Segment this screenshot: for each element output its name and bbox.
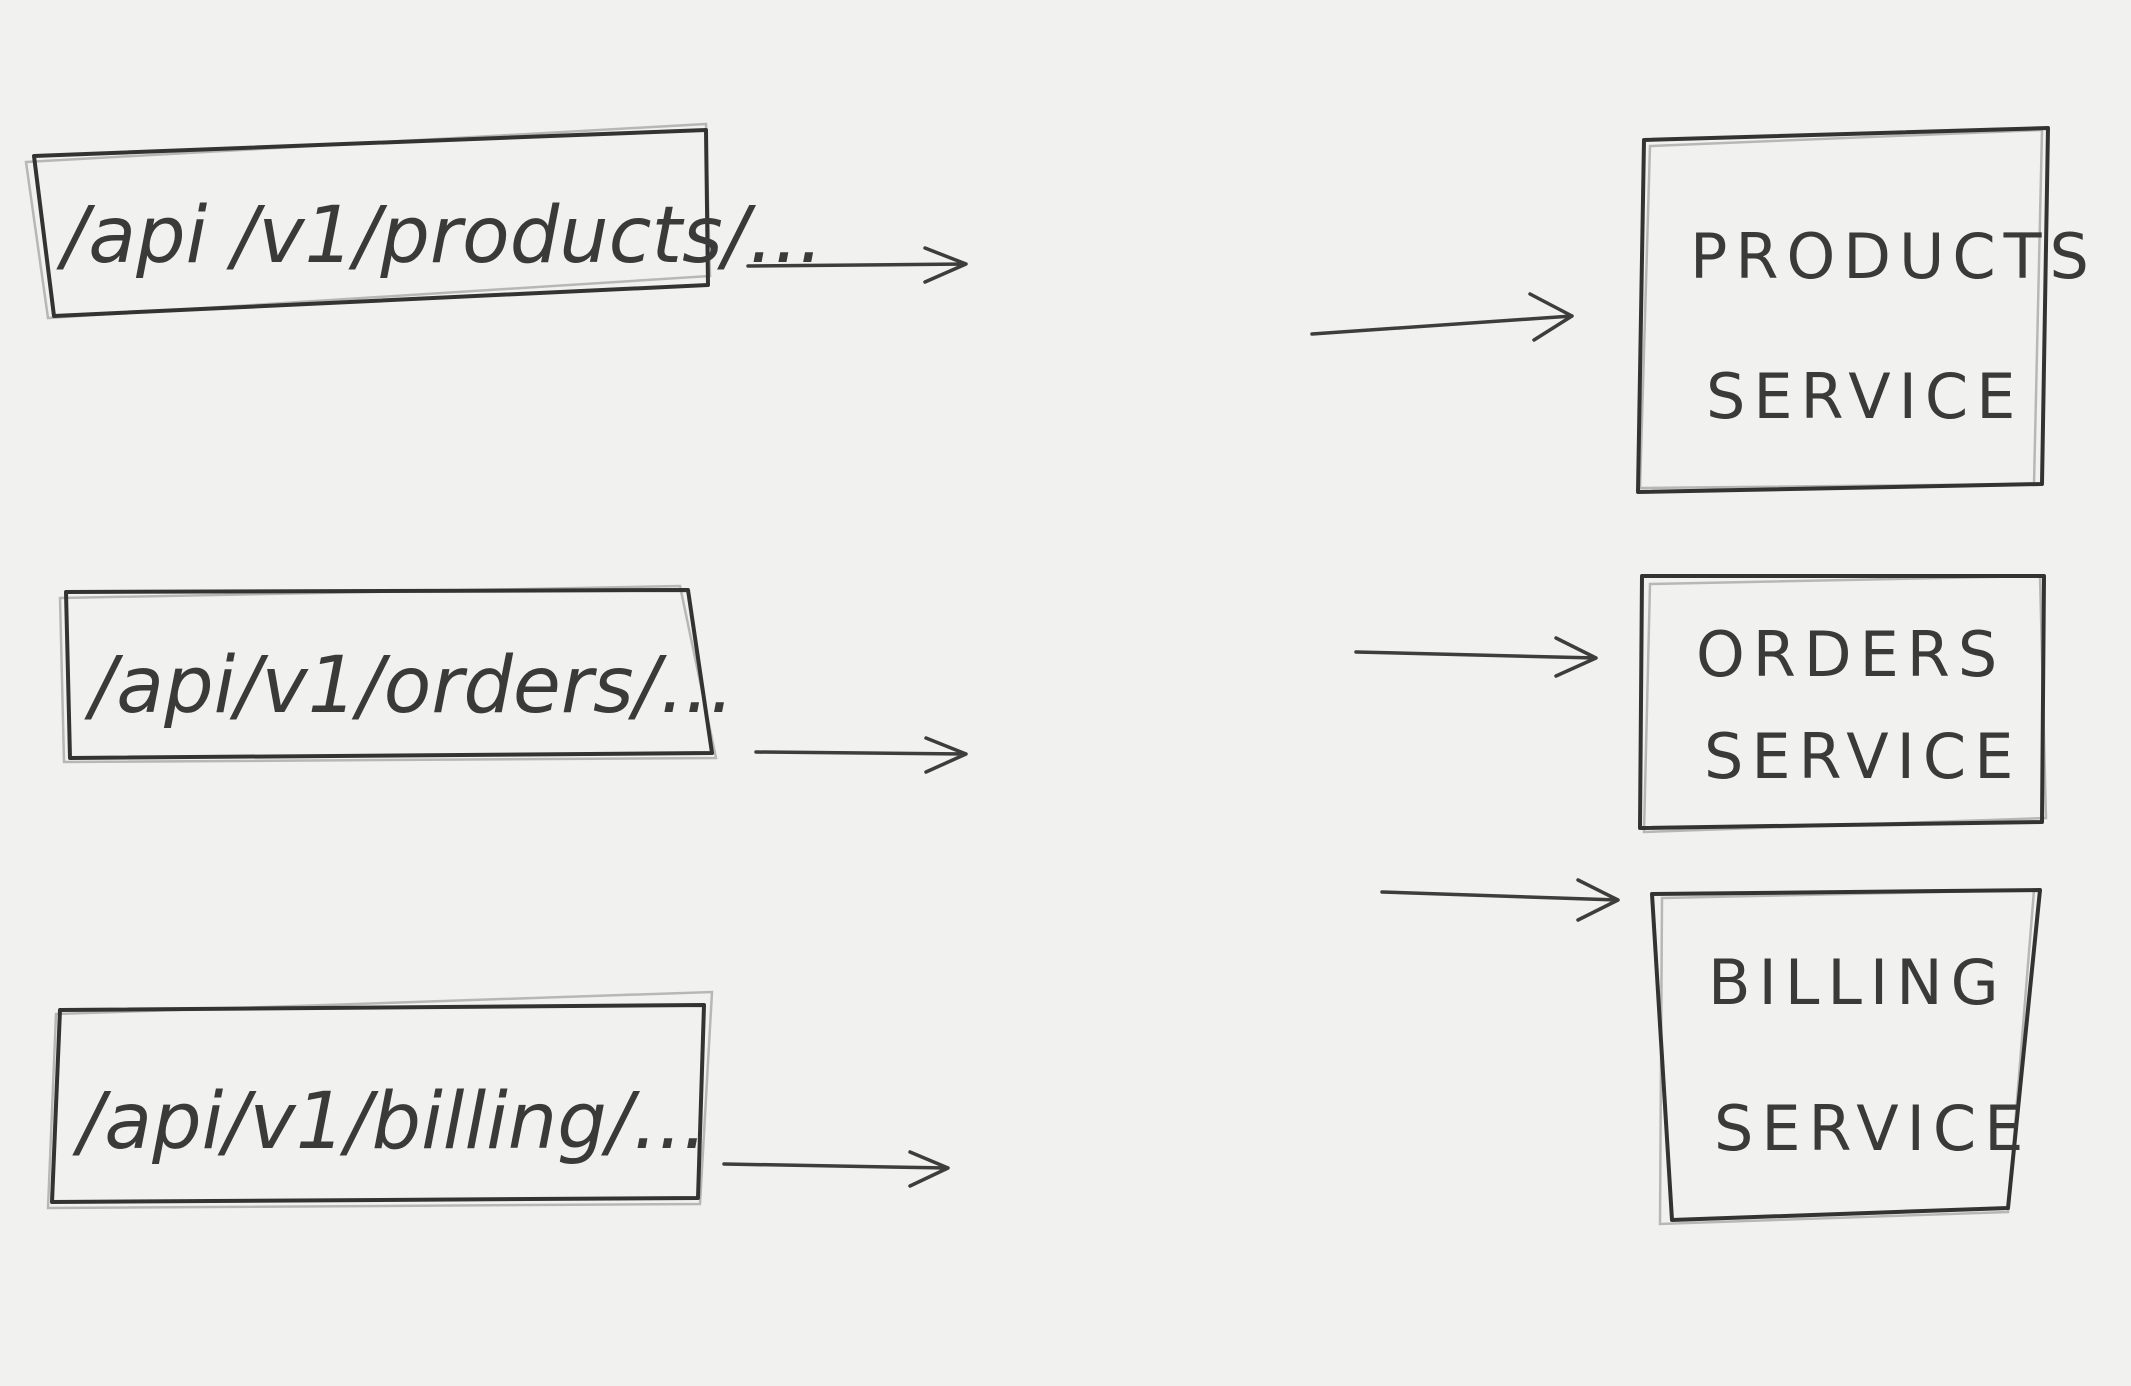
service-arrows bbox=[1310, 292, 1620, 922]
service-products-line1: PRODUCTS bbox=[1690, 220, 2097, 293]
service-billing-line1: BILLING bbox=[1708, 946, 2007, 1019]
route-products-sketch-outline bbox=[24, 122, 712, 320]
route-billing-box bbox=[50, 1003, 706, 1204]
arrow-into-billing-service bbox=[1380, 878, 1620, 922]
service-orders-line2: SERVICE bbox=[1704, 720, 2021, 793]
arrow-products-route bbox=[746, 246, 968, 284]
arrow-into-orders-service bbox=[1354, 636, 1598, 678]
route-arrows bbox=[722, 246, 968, 1188]
service-orders-line1: ORDERS bbox=[1696, 618, 2005, 691]
arrow-billing-route bbox=[722, 1150, 950, 1188]
service-products-line2: SERVICE bbox=[1706, 360, 2023, 433]
arrow-orders-route bbox=[754, 736, 968, 774]
route-billing-sketch-outline bbox=[46, 990, 714, 1210]
route-products-box bbox=[32, 128, 710, 318]
service-products-sketch-outline bbox=[1638, 128, 2044, 490]
route-products: /api /v1/products/... bbox=[24, 122, 823, 320]
route-orders-box bbox=[64, 588, 714, 760]
route-orders-label: /api/v1/orders/... bbox=[84, 641, 734, 731]
route-orders: /api/v1/orders/... bbox=[58, 584, 734, 764]
route-products-label: /api /v1/products/... bbox=[56, 191, 823, 281]
route-billing: /api/v1/billing/... bbox=[46, 990, 714, 1210]
service-products: PRODUCTS SERVICE bbox=[1636, 126, 2097, 494]
service-billing-box bbox=[1650, 888, 2042, 1222]
service-billing-line2: SERVICE bbox=[1714, 1092, 2031, 1165]
service-orders-sketch-outline bbox=[1642, 574, 2048, 834]
arrow-into-products-service bbox=[1310, 292, 1574, 342]
service-billing: BILLING SERVICE bbox=[1650, 888, 2042, 1226]
service-products-box bbox=[1636, 126, 2050, 494]
route-billing-label: /api/v1/billing/... bbox=[72, 1077, 707, 1167]
service-orders: ORDERS SERVICE bbox=[1638, 574, 2048, 834]
service-billing-sketch-outline bbox=[1658, 888, 2036, 1226]
service-orders-box bbox=[1638, 574, 2046, 830]
